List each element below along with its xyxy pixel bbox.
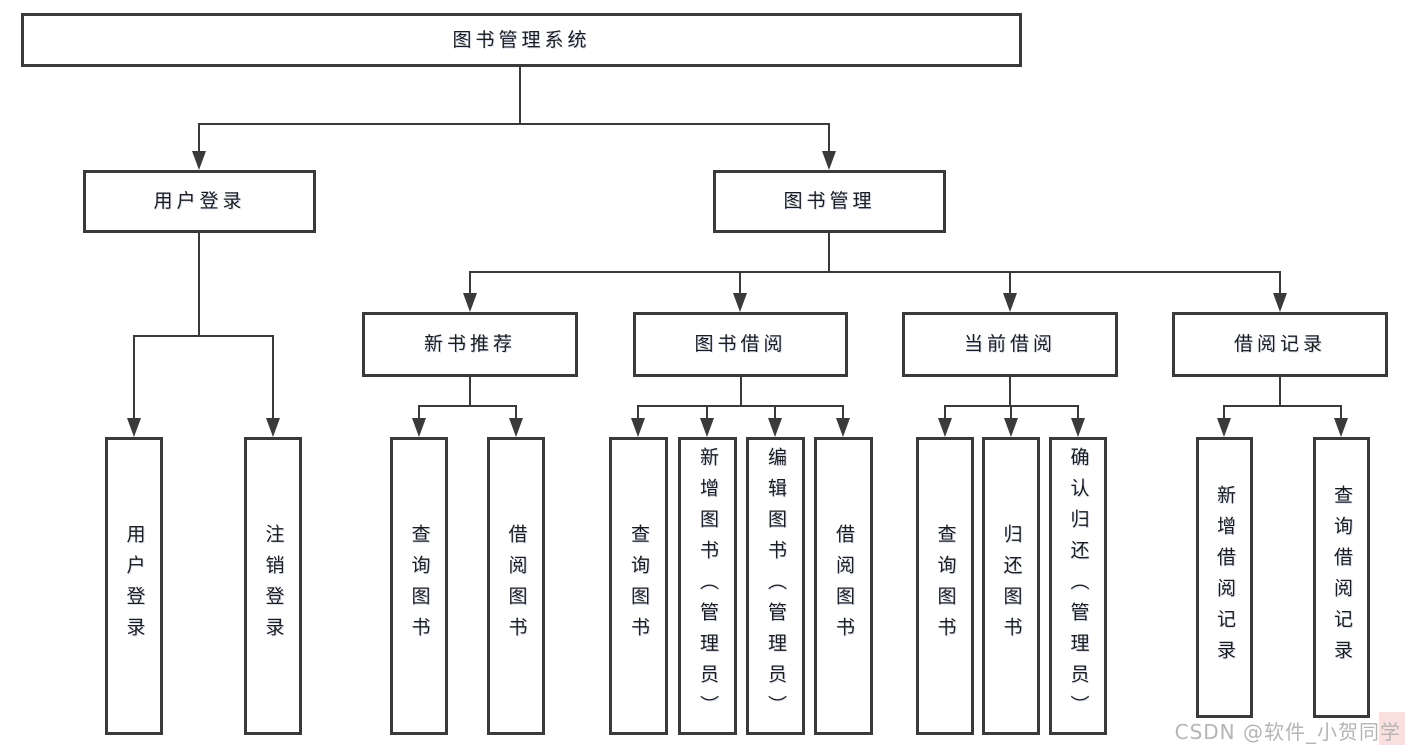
connector-book-borrow-arrowhead-2	[768, 418, 782, 437]
node-book-mgmt-label: 图书管理	[783, 190, 876, 212]
connector-root-arrowhead-0	[192, 151, 206, 170]
leaf-nbr-borrow-books-label: 借阅图书	[505, 524, 528, 648]
connector-root-drop-0	[197, 124, 201, 154]
connector-book-borrow-arrowhead-0	[631, 418, 645, 437]
connector-book-borrow-arrowhead-1	[700, 418, 714, 437]
connector-book-mgmt-bar	[468, 270, 1282, 274]
node-user-login-label: 用户登录	[153, 190, 246, 212]
connector-book-borrow-drop-3	[841, 406, 845, 421]
watermark: CSDN @软件_小贺同学	[1174, 720, 1401, 744]
node-root: 图书管理系统	[21, 13, 1022, 67]
connector-book-borrow-drop-0	[636, 406, 640, 421]
connector-book-mgmt-arrowhead-2	[1003, 293, 1017, 312]
connector-borrow-records-arrowhead-1	[1334, 418, 1348, 437]
connector-root-arrowhead-1	[822, 151, 836, 170]
leaf-bb-edit-books-label: 编辑图书（管理员）	[765, 446, 787, 726]
leaf-cb-confirm-return-label: 确认归还（管理员）	[1067, 446, 1090, 726]
connector-new-book-rec-stem	[468, 377, 472, 408]
connector-user-login-drop-0	[132, 336, 136, 421]
node-new-book-rec: 新书推荐	[362, 312, 578, 377]
connector-book-mgmt-drop-1	[738, 272, 742, 296]
connector-current-borrow-stem	[1008, 377, 1012, 408]
connector-root-stem	[518, 67, 522, 126]
connector-current-borrow-drop-0	[943, 406, 947, 421]
connector-book-borrow-bar	[636, 404, 845, 408]
leaf-cb-query-books: 查询图书	[916, 437, 974, 735]
connector-current-borrow-arrowhead-2	[1071, 418, 1085, 437]
connector-book-mgmt-stem	[827, 233, 831, 274]
leaf-br-query-record-label: 查询借阅记录	[1331, 484, 1353, 671]
connector-book-mgmt-drop-3	[1278, 272, 1282, 296]
connector-user-login-stem	[197, 233, 201, 338]
leaf-br-add-record-label: 新增借阅记录	[1214, 484, 1236, 671]
connector-new-book-rec-drop-0	[417, 406, 421, 421]
connector-book-borrow-arrowhead-3	[836, 418, 850, 437]
connector-book-mgmt-drop-0	[468, 272, 472, 296]
leaf-bb-edit-books: 编辑图书（管理员）	[746, 437, 805, 735]
connector-borrow-records-bar	[1222, 404, 1343, 408]
leaf-cb-query-books-label: 查询图书	[934, 524, 957, 648]
leaf-bb-add-books-label: 新增图书（管理员）	[697, 446, 719, 726]
leaf-user-login-label: 用户登录	[123, 524, 146, 648]
watermark-pink-highlight	[1379, 712, 1405, 745]
connector-new-book-rec-arrowhead-0	[412, 418, 426, 437]
node-book-borrow-label: 图书借阅	[694, 333, 787, 355]
leaf-nbr-query-books-label: 查询图书	[408, 524, 431, 648]
node-book-mgmt: 图书管理	[713, 170, 946, 233]
connector-borrow-records-drop-0	[1222, 406, 1226, 421]
leaf-nbr-query-books: 查询图书	[390, 437, 448, 735]
connector-book-mgmt-arrowhead-0	[463, 293, 477, 312]
leaf-br-add-record: 新增借阅记录	[1196, 437, 1253, 718]
node-current-borrow: 当前借阅	[902, 312, 1118, 377]
connector-user-login-arrowhead-1	[266, 418, 280, 437]
leaf-bb-borrow-books-label: 借阅图书	[833, 524, 855, 648]
leaf-user-login: 用户登录	[105, 437, 163, 735]
connector-borrow-records-stem	[1278, 377, 1282, 408]
node-root-label: 图书管理系统	[452, 28, 591, 51]
connector-root-drop-1	[827, 124, 831, 154]
leaf-logout: 注销登录	[244, 437, 302, 735]
connector-root-bar	[197, 122, 831, 126]
connector-user-login-bar	[132, 334, 275, 338]
leaf-br-query-record: 查询借阅记录	[1313, 437, 1370, 718]
connector-new-book-rec-drop-1	[514, 406, 518, 421]
leaf-logout-label: 注销登录	[262, 524, 285, 648]
connector-current-borrow-drop-1	[1009, 406, 1013, 421]
leaf-bb-borrow-books: 借阅图书	[814, 437, 873, 735]
leaf-bb-query-books: 查询图书	[609, 437, 668, 735]
leaf-nbr-borrow-books: 借阅图书	[487, 437, 545, 735]
node-new-book-rec-label: 新书推荐	[423, 333, 516, 355]
connector-book-borrow-drop-2	[773, 406, 777, 421]
node-user-login: 用户登录	[83, 170, 316, 233]
node-borrow-records-label: 借阅记录	[1233, 333, 1326, 355]
node-book-borrow: 图书借阅	[633, 312, 848, 377]
connector-book-borrow-drop-1	[705, 406, 709, 421]
connector-new-book-rec-arrowhead-1	[509, 418, 523, 437]
leaf-cb-return-books-label: 归还图书	[1000, 524, 1023, 648]
leaf-cb-confirm-return: 确认归还（管理员）	[1049, 437, 1107, 735]
connector-current-borrow-arrowhead-0	[938, 418, 952, 437]
connector-current-borrow-arrowhead-1	[1004, 418, 1018, 437]
connector-borrow-records-drop-1	[1339, 406, 1343, 421]
connector-book-mgmt-arrowhead-3	[1273, 293, 1287, 312]
connector-new-book-rec-bar	[417, 404, 518, 408]
leaf-cb-return-books: 归还图书	[982, 437, 1040, 735]
connector-user-login-drop-1	[271, 336, 275, 421]
connector-user-login-arrowhead-0	[127, 418, 141, 437]
node-borrow-records: 借阅记录	[1172, 312, 1388, 377]
connector-current-borrow-drop-2	[1076, 406, 1080, 421]
leaf-bb-add-books: 新增图书（管理员）	[678, 437, 737, 735]
connector-borrow-records-arrowhead-0	[1217, 418, 1231, 437]
leaf-bb-query-books-label: 查询图书	[628, 524, 650, 648]
connector-book-borrow-stem	[739, 377, 743, 408]
node-current-borrow-label: 当前借阅	[963, 333, 1056, 355]
connector-book-mgmt-drop-2	[1008, 272, 1012, 296]
connector-book-mgmt-arrowhead-1	[733, 293, 747, 312]
